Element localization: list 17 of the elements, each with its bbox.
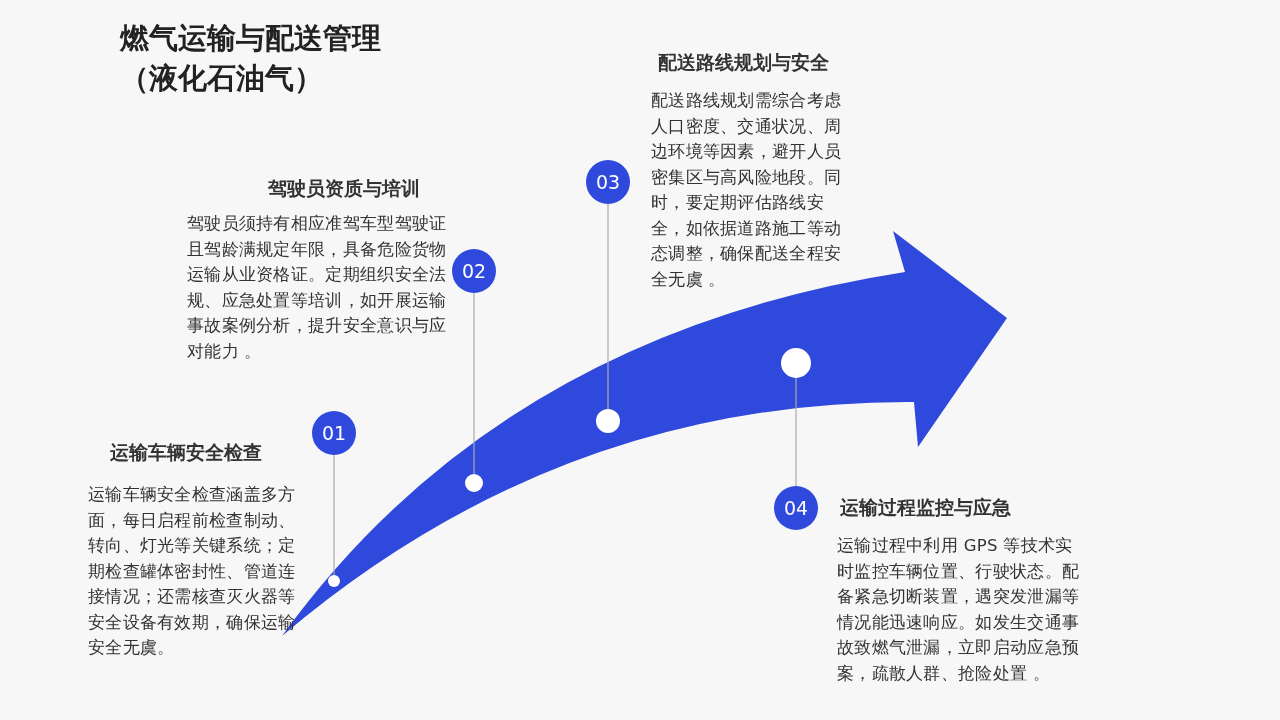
step-description: 运输车辆安全检查涵盖多方面，每日启程前检查制动、转向、灯光等关键系统；定期检查罐体密封性、管道连接情况；还需核查灭火器等安全设备有效期，确保运输安全无虞。 bbox=[88, 484, 297, 659]
step-heading: 运输车辆安全检查 bbox=[110, 440, 262, 465]
step-description: 驾驶员须持有相应准驾车型驾驶证且驾龄满规定年限，具备危险货物运输从业资格证。定期组织安全法规、应急处置等培训，如开展运输事故案例分析，提升安全意识与应对能力 。 bbox=[187, 213, 448, 363]
step-heading: 驾驶员资质与培训 bbox=[268, 176, 420, 201]
title: 燃气运输与配送管理（液化石油气） bbox=[120, 20, 382, 97]
step-description: 配送路线规划需综合考虑人口密度、交通状况、周边环境等因素，避开人员密集区与高风险地段。同时，要定期评估路线安全，如依据道路施工等动态调整，确保配送全程安全无虞 。 bbox=[651, 90, 843, 291]
step-heading: 配送路线规划与安全 bbox=[658, 50, 829, 75]
leader-line bbox=[607, 203, 609, 410]
step-number-circle: 02 bbox=[452, 249, 496, 293]
leader-line bbox=[473, 292, 475, 475]
leader-line bbox=[795, 377, 797, 487]
step-number-circle: 03 bbox=[586, 160, 630, 204]
step-number-circle: 01 bbox=[312, 411, 356, 455]
step-number-circle: 04 bbox=[774, 486, 818, 530]
leader-line bbox=[333, 454, 335, 576]
step-heading: 运输过程监控与应急 bbox=[840, 495, 1011, 520]
step-description: 运输过程中利用 GPS 等技术实时监控车辆位置、行驶状态。配备紧急切断装置，遇突发泄漏等情况能迅速响应。如发生交通事故致燃气泄漏，立即启动应急预案，疏散人群、抢险处置 。 bbox=[837, 535, 1081, 685]
